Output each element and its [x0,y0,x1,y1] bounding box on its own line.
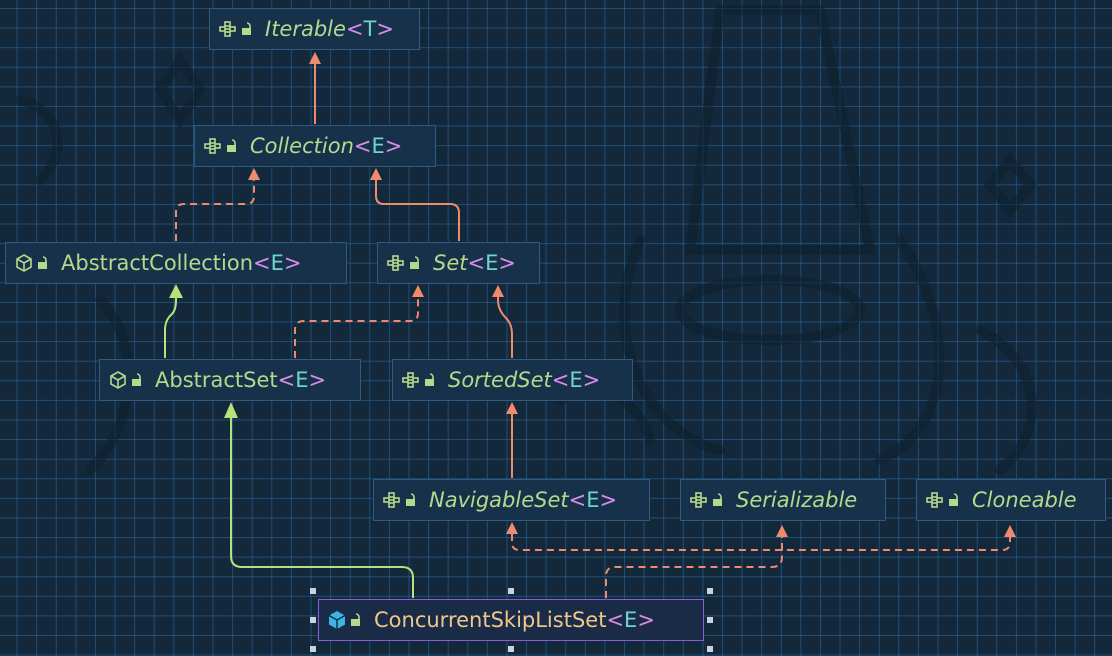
class-name: SortedSet [448,368,552,392]
abstract-class-icon [14,253,34,273]
type-param: E [569,368,583,392]
type-param: E [270,251,284,275]
angle-close: > [599,488,618,512]
selection-handle[interactable] [707,588,713,594]
selection-handle[interactable] [310,617,316,623]
selection-handle[interactable] [508,646,514,652]
angle-open: < [345,17,364,41]
public-lock-icon [712,492,726,508]
node-serializable[interactable]: Serializable [680,479,886,521]
angle-close: > [498,251,516,275]
node-iterable[interactable]: Iterable<T> [209,8,420,50]
node-abstract-set[interactable]: AbstractSet<E> [99,359,361,401]
public-lock-icon [226,138,240,154]
angle-open: < [568,488,587,512]
class-name: Set [433,251,468,275]
public-lock-icon [424,372,438,388]
edge-abstractcollection-collection [175,168,260,241]
node-concurrent-skip-list-set[interactable]: ConcurrentSkipListSet<E> [318,599,704,641]
edge-concurrentskiplistset-abstractset [224,402,414,598]
node-collection[interactable]: Collection<E> [194,125,436,167]
angle-open: < [253,251,271,275]
edge-abstractset-abstractcollection [164,284,183,358]
class-name: Serializable [736,488,858,512]
edge-set-collection [370,168,460,241]
node-navigable-set[interactable]: NavigableSet<E> [373,479,650,521]
selection-handle[interactable] [707,646,713,652]
type-param: T [363,17,377,41]
abstract-class-icon [108,370,128,390]
class-name: ConcurrentSkipListSet [374,608,607,632]
type-param: E [586,488,600,512]
class-name: Cloneable [972,488,1077,512]
angle-close: > [582,368,601,392]
type-param: E [485,251,499,275]
class-name: NavigableSet [429,488,569,512]
edge-collection-iterable [309,52,321,124]
angle-close: > [384,134,403,158]
angle-open: < [277,368,296,392]
angle-open: < [467,251,486,275]
node-sorted-set[interactable]: SortedSet<E> [392,359,633,401]
angle-open: < [551,368,570,392]
class-name: Iterable [265,17,346,41]
public-lock-icon [37,255,51,271]
interface-icon [689,490,709,510]
edge-navigableset-sortedset [506,402,518,478]
edge-abstractset-set [294,285,424,358]
interface-icon [382,490,402,510]
selection-handle[interactable] [310,588,316,594]
public-lock-icon [350,612,364,628]
angle-close: > [376,17,394,41]
angle-close: > [637,608,655,632]
edge-concurrentskiplistset-interfaces [506,522,1016,598]
angle-open: < [353,134,372,158]
angle-close: > [283,251,302,275]
class-name: AbstractSet [155,368,278,392]
public-lock-icon [241,21,255,37]
public-lock-icon [131,372,145,388]
public-lock-icon [405,492,419,508]
selection-handle[interactable] [508,588,514,594]
interface-icon [925,490,945,510]
interface-icon [203,136,223,156]
node-set[interactable]: Set<E> [377,242,540,284]
type-param: E [295,368,309,392]
node-cloneable[interactable]: Cloneable [916,479,1106,521]
angle-close: > [308,368,327,392]
angle-open: < [606,608,625,632]
selection-handle[interactable] [310,646,316,652]
type-param: E [624,608,638,632]
public-lock-icon [409,255,423,271]
class-name: Collection [250,134,354,158]
public-lock-icon [948,492,962,508]
interface-icon [401,370,421,390]
class-name: AbstractCollection [61,251,254,275]
node-abstract-collection[interactable]: AbstractCollection<E> [5,242,347,284]
class-icon [327,610,347,630]
interface-icon [218,19,238,39]
selection-handle[interactable] [707,617,713,623]
interface-icon [386,253,406,273]
type-param: E [371,134,385,158]
edge-sortedset-set [492,285,513,358]
